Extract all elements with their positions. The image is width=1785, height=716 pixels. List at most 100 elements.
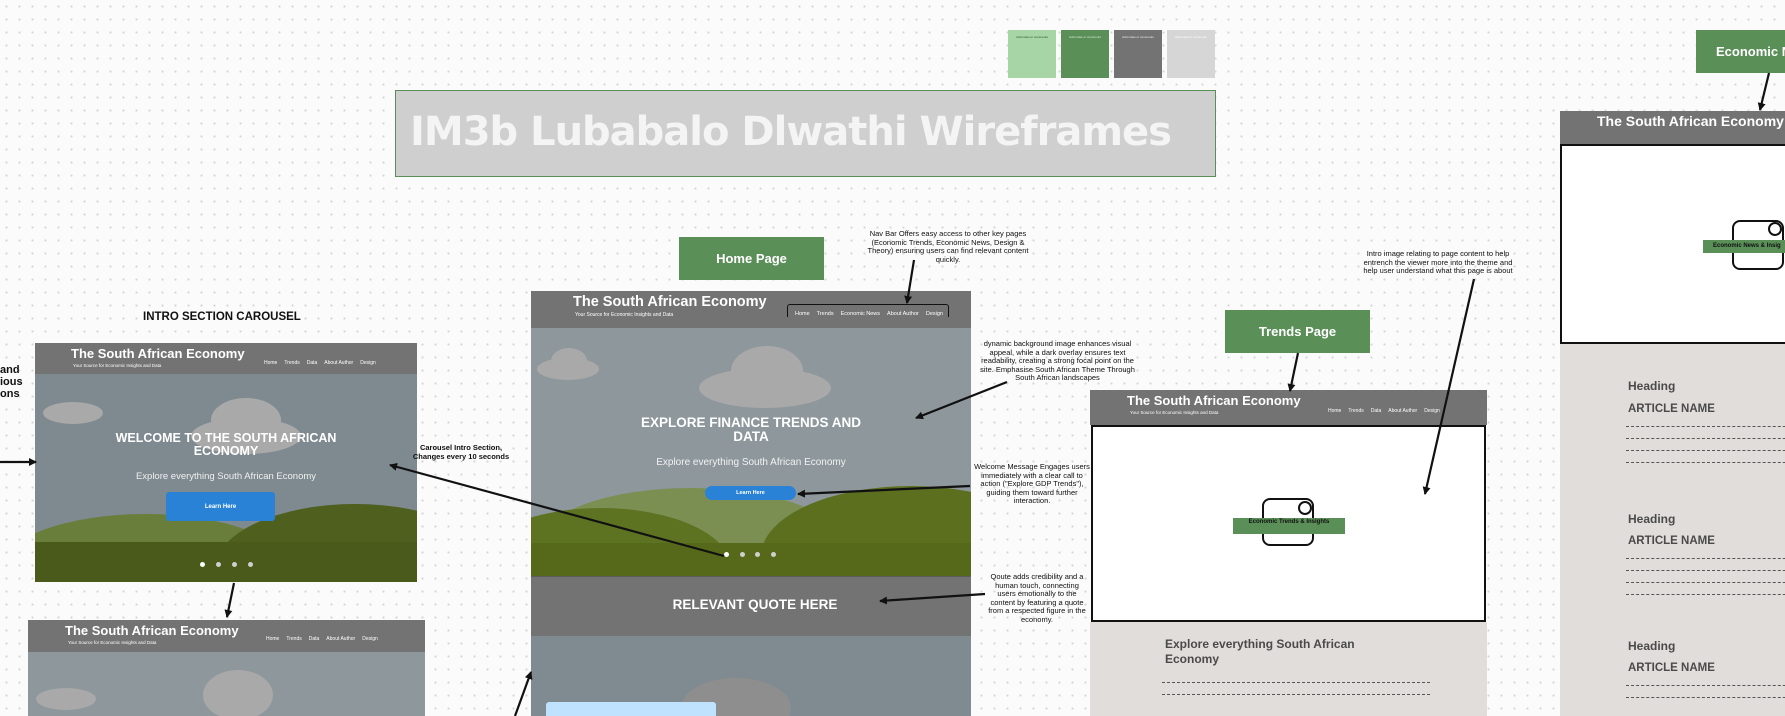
cloud-image — [43, 402, 103, 424]
swatch-note: Add notes or comments — [1122, 35, 1154, 39]
cloud-image — [551, 348, 587, 374]
text-placeholder-line — [1626, 426, 1785, 428]
nav-link-trends[interactable]: Trends — [1348, 408, 1364, 414]
site-tagline: Your Source for Economic Insights and Da… — [73, 363, 162, 368]
board-title-banner[interactable]: IM3b Lubabalo Dlwathi Wireframes — [395, 90, 1216, 177]
carousel-dot[interactable] — [200, 562, 205, 567]
trends-intro-text: Explore everything South African Economy — [1165, 637, 1355, 666]
nav-link-about[interactable]: About Author — [887, 311, 919, 317]
image-icon-sun — [1768, 222, 1782, 236]
nav-link-about[interactable]: About Author — [1388, 408, 1418, 414]
home-page-wireframe[interactable]: The South African Economy Your Source fo… — [531, 291, 971, 716]
swatch-note: Add notes or comments — [1175, 35, 1207, 39]
text-placeholder-line — [1626, 558, 1785, 560]
nav-link-trends[interactable]: Trends — [286, 636, 302, 642]
carousel-annotation: Carousel Intro Section, Changes every 10… — [412, 443, 510, 461]
carousel-dot[interactable] — [740, 552, 745, 557]
background-annotation: dynamic background image enhances visual… — [980, 339, 1135, 382]
color-swatch-light-green[interactable]: Add notes or comments — [1008, 30, 1056, 78]
text-placeholder-line — [1626, 450, 1785, 452]
nav-link-trends[interactable]: Trends — [284, 360, 300, 366]
swatch-note: Add notes or comments — [1016, 35, 1048, 39]
nav-link-data[interactable]: Data — [306, 360, 318, 366]
color-swatch-light-grey[interactable]: Add notes or comments — [1167, 30, 1215, 78]
home-lower-section — [531, 636, 971, 716]
nav-link-data[interactable]: Data — [308, 636, 320, 642]
article-heading: Heading — [1628, 379, 1676, 393]
carousel-heading: WELCOME TO THE SOUTH AFRICAN ECONOMY — [115, 431, 337, 458]
learn-here-button[interactable]: Learn Here — [166, 492, 275, 521]
intro-image-frame: Economic Trends & Insights — [1091, 425, 1486, 622]
text-placeholder-line — [1626, 462, 1785, 464]
carousel-wireframe[interactable]: The South African Economy Your Source fo… — [35, 343, 417, 582]
carousel-dot[interactable] — [724, 552, 729, 557]
carousel-dot[interactable] — [248, 562, 253, 567]
navbar: The South African Economy Your Source fo… — [1090, 390, 1487, 425]
carousel-dot[interactable] — [216, 562, 221, 567]
arrow — [1287, 352, 1300, 392]
navbar: The South African Economy Your Source fo… — [531, 291, 971, 328]
text-placeholder-line — [1626, 697, 1785, 699]
nav-links: Home Trends Data About Author Design — [266, 636, 385, 642]
quote-text: RELEVANT QUOTE HERE — [672, 597, 838, 612]
navbar: The South African Economy Your Source fo… — [28, 620, 425, 652]
nav-links: Home Trends Data About Author Design — [1328, 408, 1447, 414]
quote-annotation: Qoute adds credibility and a human touch… — [988, 572, 1086, 624]
cloud-image — [203, 670, 273, 716]
nav-link-trends[interactable]: Trends — [816, 311, 834, 317]
nav-link-home[interactable]: Home — [795, 311, 810, 317]
trends-page-wireframe[interactable]: The South African Economy Your Source fo… — [1090, 390, 1487, 716]
nav-link-design[interactable]: Design — [360, 360, 376, 366]
carousel-wireframe-2[interactable]: The South African Economy Your Source fo… — [28, 620, 425, 716]
cloud-image — [191, 418, 301, 454]
site-tagline: Your Source for Economic Insights and Da… — [1130, 410, 1219, 415]
nav-link-home[interactable]: Home — [266, 636, 280, 642]
cloud-image — [36, 688, 96, 710]
board-title: IM3b Lubabalo Dlwathi Wireframes — [410, 109, 1172, 155]
text-placeholder-line — [1626, 685, 1785, 687]
intro-image-frame: Economic News & Insig — [1560, 144, 1785, 344]
nav-link-design[interactable]: Design — [1424, 408, 1440, 414]
color-swatch-green[interactable]: Add notes or comments — [1061, 30, 1109, 78]
carousel-dot[interactable] — [232, 562, 237, 567]
article-heading: Heading — [1628, 512, 1676, 526]
site-tagline: Your Source for Economic Insights and Da… — [575, 312, 674, 318]
nav-highlight-border — [787, 304, 949, 317]
nav-link-design[interactable]: Design — [362, 636, 378, 642]
news-page-wireframe[interactable]: The South African Economy Economic News … — [1560, 111, 1785, 716]
nav-link-about[interactable]: About Author — [326, 636, 356, 642]
color-swatch-grey[interactable]: Add notes or comments — [1114, 30, 1162, 78]
arrow — [1757, 72, 1771, 111]
left-cut-annotation: and ious ons — [0, 364, 23, 400]
learn-here-button[interactable]: Learn Here — [705, 486, 796, 500]
carousel-dot[interactable] — [755, 552, 760, 557]
carousel-hero — [28, 652, 425, 716]
carousel-section-label: INTRO SECTION CAROUSEL — [143, 311, 301, 323]
nav-link-home[interactable]: Home — [264, 360, 278, 366]
text-placeholder-line — [1626, 438, 1785, 440]
site-title: The South African Economy — [1597, 113, 1784, 129]
text-placeholder-line — [1626, 570, 1785, 572]
news-image-label: Economic News & Insig — [1703, 240, 1785, 253]
trends-page-label[interactable]: Trends Page — [1225, 310, 1370, 353]
text-placeholder-line — [1162, 682, 1430, 684]
arrow — [513, 671, 533, 716]
nav-link-news[interactable]: Economic News — [840, 311, 881, 317]
nav-link-design[interactable]: Design — [925, 311, 943, 317]
home-page-label[interactable]: Home Page — [679, 237, 824, 280]
article-name: ARTICLE NAME — [1628, 535, 1715, 547]
arrow — [224, 582, 236, 618]
site-title: The South African Economy — [65, 623, 239, 638]
carousel-dot[interactable] — [771, 552, 776, 557]
navbar-annotation: Nav Bar Offers easy access to other key … — [867, 229, 1029, 264]
trends-image-label: Economic Trends & Insights — [1233, 518, 1345, 534]
nav-link-home[interactable]: Home — [1328, 408, 1342, 414]
article-heading: Heading — [1628, 639, 1676, 653]
news-page-label[interactable]: Economic N — [1696, 30, 1785, 73]
carousel-subtext: Explore everything South African Economy — [135, 471, 317, 482]
image-placeholder — [546, 702, 716, 716]
nav-link-about[interactable]: About Author — [324, 360, 354, 366]
site-title: The South African Economy — [71, 346, 245, 361]
image-icon-sun — [1298, 501, 1312, 515]
nav-link-data[interactable]: Data — [1370, 408, 1382, 414]
